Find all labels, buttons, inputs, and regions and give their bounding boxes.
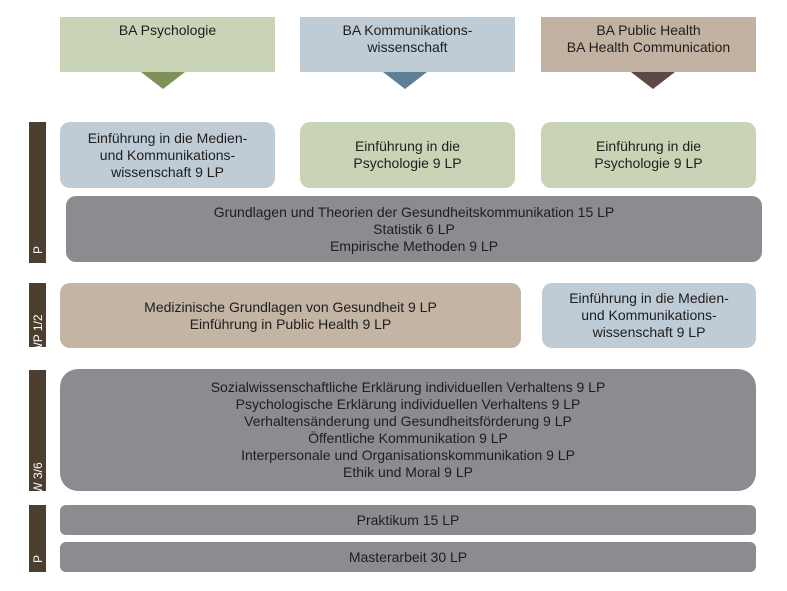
program-label: BA Psychologie bbox=[118, 22, 217, 38]
side-label-text: WP 1/2 bbox=[30, 314, 45, 354]
side-label-w: W 3/6 bbox=[29, 370, 46, 494]
side-label-text: P bbox=[30, 554, 45, 564]
masterarbeit: Masterarbeit 30 LP bbox=[60, 542, 756, 572]
module-line: Einführung in die bbox=[354, 138, 461, 154]
elective-modules: Sozialwissenschaftliche Erklärung indivi… bbox=[60, 369, 756, 491]
program-label: BA Health Communication bbox=[566, 39, 731, 55]
module-line: Sozialwissenschaftliche Erklärung indivi… bbox=[210, 379, 606, 395]
core-modules: Grundlagen und Theorien der Gesundheitsk… bbox=[66, 196, 762, 262]
module-line: Öffentliche Kommunikation 9 LP bbox=[308, 430, 508, 446]
module-line: Einführung in die bbox=[595, 138, 702, 154]
module-line: wissenschaft 9 LP bbox=[111, 163, 224, 180]
module-line: Medizinische Grundlagen von Gesundheit 9… bbox=[144, 298, 437, 315]
wp-health-modules: Medizinische Grundlagen von Gesundheit 9… bbox=[60, 283, 521, 348]
arrow-down-icon bbox=[383, 72, 427, 89]
module-line: Psychologische Erklärung individuellen V… bbox=[235, 396, 581, 412]
module-line: Masterarbeit 30 LP bbox=[348, 548, 468, 565]
program-label: wissenschaft bbox=[367, 39, 448, 55]
module-line: Psychologie 9 LP bbox=[594, 155, 703, 171]
module-line: Verhaltensänderung und Gesundheitsförder… bbox=[244, 413, 572, 429]
side-label-text: P bbox=[30, 245, 45, 255]
module-line: und Kommunikations- bbox=[99, 146, 236, 163]
module-line: Einführung in Public Health 9 LP bbox=[189, 315, 392, 332]
arrow-down-icon bbox=[141, 72, 185, 89]
module-line: Grundlagen und Theorien der Gesundheitsk… bbox=[213, 203, 615, 220]
program-label: BA Public Health bbox=[596, 22, 701, 38]
side-label-p2: P bbox=[29, 505, 46, 572]
module-line: Interpersonale und Organisationskommunik… bbox=[241, 447, 575, 463]
side-label-wp: WP 1/2 bbox=[29, 283, 46, 354]
module-line: Ethik und Moral 9 LP bbox=[343, 464, 473, 480]
praktikum: Praktikum 15 LP bbox=[60, 505, 756, 535]
module-line: Praktikum 15 LP bbox=[356, 511, 460, 528]
module-line: Einführung in die Medien- bbox=[569, 290, 729, 306]
program-ba-psychologie: BA Psychologie bbox=[60, 17, 275, 72]
wp-medien-module: Einführung in die Medien-und Kommunikati… bbox=[542, 283, 756, 348]
program-label: BA Kommunikations- bbox=[342, 22, 473, 38]
module-medien-kommunikation: Einführung in die Medien-und Kommunikati… bbox=[60, 122, 275, 188]
module-line: und Kommunikations- bbox=[581, 307, 717, 323]
side-label-text: W 3/6 bbox=[30, 462, 45, 494]
module-line: Einführung in die Medien- bbox=[87, 129, 248, 146]
module-line: Psychologie 9 LP bbox=[353, 155, 462, 171]
side-label-p: P bbox=[29, 122, 46, 263]
arrow-down-icon bbox=[631, 72, 675, 89]
program-ba-kommunikation: BA Kommunikations-wissenschaft bbox=[300, 17, 515, 72]
module-line: Empirische Methoden 9 LP bbox=[329, 237, 499, 254]
module-line: wissenschaft 9 LP bbox=[592, 324, 706, 340]
module-line: Statistik 6 LP bbox=[373, 220, 455, 237]
